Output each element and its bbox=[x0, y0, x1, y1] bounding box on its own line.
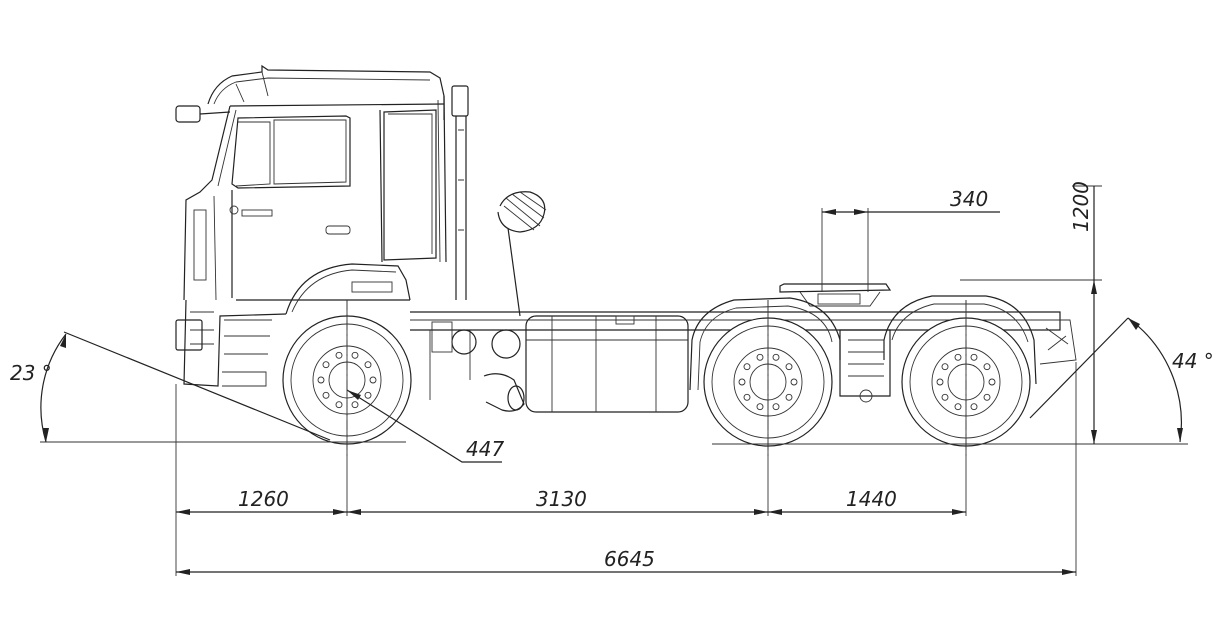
front-overhang-label: 1260 bbox=[238, 487, 289, 511]
lug-nut bbox=[941, 363, 949, 371]
reference-lines bbox=[40, 185, 1188, 576]
lug-nut bbox=[756, 353, 764, 361]
air-hose-coil bbox=[497, 191, 547, 317]
lug-nut bbox=[941, 393, 949, 401]
lug-nut bbox=[954, 353, 962, 361]
lug-nut bbox=[772, 403, 780, 411]
dim-front-overhang: 1260 bbox=[176, 487, 347, 515]
dim-overall-length: 6645 bbox=[176, 547, 1076, 575]
approach-angle-label: 23 ° bbox=[10, 361, 52, 385]
truck-outline bbox=[175, 64, 1077, 447]
lug-nut bbox=[970, 403, 978, 411]
cab bbox=[175, 64, 469, 387]
dim-ground-clearance: 447 bbox=[346, 389, 504, 463]
fifth-wheel bbox=[779, 283, 892, 307]
fuel-tank bbox=[525, 315, 689, 413]
departure-angle-label: 44 ° bbox=[1172, 349, 1214, 373]
lug-nut bbox=[772, 353, 780, 361]
lug-nut bbox=[317, 376, 325, 384]
dim-bogie: 1440 bbox=[768, 487, 966, 515]
dim-wheelbase: 3130 bbox=[347, 487, 768, 515]
rear-fenders bbox=[689, 295, 1037, 391]
lug-nut bbox=[983, 363, 991, 371]
lug-nut bbox=[335, 401, 343, 409]
lug-nut bbox=[954, 403, 962, 411]
lug-nut bbox=[970, 353, 978, 361]
lug-nut bbox=[743, 363, 751, 371]
fifth-wheel-height-label: 1200 bbox=[1069, 181, 1093, 232]
fifth-wheel-offset-label: 340 bbox=[950, 187, 988, 211]
dim-approach-angle: 23 ° bbox=[10, 331, 331, 443]
lug-nut bbox=[988, 378, 996, 386]
air-tanks bbox=[431, 321, 525, 412]
lug-nut bbox=[785, 393, 793, 401]
lug-nut bbox=[351, 351, 359, 359]
bogie-spacing-label: 1440 bbox=[846, 487, 897, 511]
ground-clearance-label: 447 bbox=[466, 437, 504, 461]
lug-nut bbox=[335, 351, 343, 359]
lug-nut bbox=[756, 403, 764, 411]
dim-fifth-wheel-height: 1200 bbox=[1069, 181, 1097, 444]
wheelbase-label: 3130 bbox=[536, 487, 587, 511]
lug-nut bbox=[364, 391, 372, 399]
lug-nut bbox=[790, 378, 798, 386]
lug-nut bbox=[369, 376, 377, 384]
lug-nut bbox=[785, 363, 793, 371]
wheel-lug-nuts bbox=[317, 351, 996, 411]
lug-nut bbox=[322, 361, 330, 369]
dim-fifth-wheel-offset: 340 bbox=[822, 187, 1000, 215]
lug-nut bbox=[983, 393, 991, 401]
rear-suspension bbox=[839, 319, 1077, 403]
lug-nut bbox=[743, 393, 751, 401]
lug-nut bbox=[936, 378, 944, 386]
lug-nut bbox=[738, 378, 746, 386]
overall-length-label: 6645 bbox=[604, 547, 655, 571]
dim-departure-angle: 44 ° bbox=[1029, 317, 1214, 443]
lug-nut bbox=[322, 391, 330, 399]
lug-nut bbox=[364, 361, 372, 369]
lug-nut bbox=[351, 401, 359, 409]
